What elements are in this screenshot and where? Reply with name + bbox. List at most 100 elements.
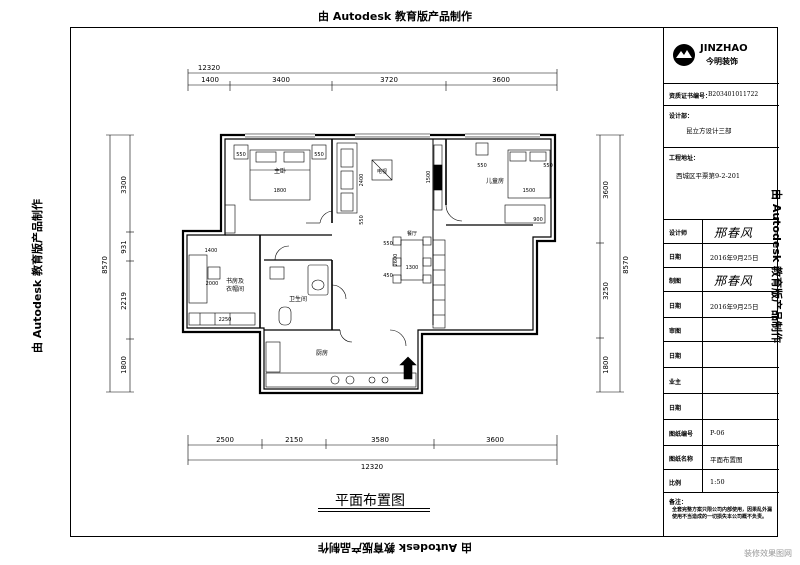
- company-logo: JINZHAO 今明装饰: [672, 41, 772, 69]
- dim-top-1: 1400: [201, 76, 219, 84]
- tb-cert-row: 资质证书编号： B203401011722: [664, 83, 779, 105]
- svg-text:1500: 1500: [426, 171, 432, 184]
- dim-bottom-1: 2500: [216, 436, 234, 444]
- tb-row-label: 日期: [669, 405, 682, 412]
- room-dining: 餐厅: [407, 230, 417, 237]
- dim-right-1: 3600: [602, 181, 610, 199]
- tb-row-label: 制图: [669, 278, 682, 285]
- floor-plan: 12320 1400 3400 3720 3600 2500 2150 3580…: [101, 64, 630, 471]
- svg-text:550: 550: [359, 215, 365, 225]
- watermark-bottom: 由 Autodesk 教育版产品制作: [318, 541, 473, 554]
- dim-bottom-4: 3600: [486, 436, 504, 444]
- svg-text:900: 900: [533, 217, 543, 223]
- dim-left-3: 2219: [120, 292, 128, 310]
- master-bed: [249, 149, 311, 201]
- watermark-top: 由 Autodesk 教育版产品制作: [318, 10, 473, 23]
- tb-row-label: 审图: [669, 328, 682, 335]
- svg-text:550: 550: [236, 152, 246, 158]
- tb-notes-row: 备注： 全套完整方案只限公司内部使用，因果乱外漏使用不当造成的一切损失本公司概不…: [664, 492, 779, 537]
- tb-address-row: 工程地址： 西城区平票第9-2-201: [664, 147, 779, 193]
- dim-top-3: 3720: [380, 76, 398, 84]
- child-bed: [507, 149, 551, 199]
- tb-row-label: 日期: [669, 254, 682, 261]
- room-study: 书房及衣帽间: [226, 277, 244, 293]
- svg-text:2250: 2250: [219, 317, 232, 323]
- svg-text:550: 550: [383, 241, 393, 247]
- dim-right-3: 1800: [602, 356, 610, 374]
- dim-top-2: 3400: [272, 76, 290, 84]
- tb-row-value: P-06: [710, 429, 725, 437]
- tb-row-8: 图纸编号 P-06: [664, 419, 779, 445]
- svg-text:2000: 2000: [206, 281, 219, 287]
- tb-row-2: 制图 邢春风: [664, 267, 779, 291]
- tb-row-value: 2016年9月25日: [710, 303, 759, 311]
- tb-row-value: 平面布置图: [710, 456, 743, 464]
- tb-row-label: 比例: [669, 479, 682, 487]
- dim-bottom-total: 12320: [361, 463, 383, 471]
- tb-row-1: 日期 2016年9月25日: [664, 243, 779, 267]
- svg-text:550: 550: [543, 163, 553, 169]
- logo-brand: JINZHAO: [700, 43, 748, 54]
- svg-text:2400: 2400: [359, 174, 365, 187]
- drawing-title: 平面布置图: [335, 493, 405, 509]
- kitchen-sink: [265, 341, 281, 373]
- bathtub: [307, 264, 329, 296]
- dim-left-1: 3300: [120, 176, 128, 194]
- sofa: [336, 142, 358, 214]
- title-underline-2: [318, 511, 430, 512]
- tb-row-5: 日期: [664, 341, 779, 367]
- logo-mark-icon: [673, 44, 695, 66]
- tb-row-label: 图纸名称: [669, 456, 694, 463]
- watermark-left: 由 Autodesk 教育版产品制作: [31, 198, 45, 354]
- dim-left-4: 1800: [120, 356, 128, 374]
- dim-right-2: 3250: [602, 282, 610, 300]
- room-master: 主卧: [274, 167, 286, 175]
- design-unit: 昆立方设计三部: [686, 127, 732, 135]
- tb-row-label: 图纸编号: [669, 431, 694, 438]
- title-block: JINZHAO 今明装饰 资质证书编号： B203401011722 设计部： …: [663, 27, 779, 537]
- svg-text:2600: 2600: [393, 254, 399, 267]
- tb-row-4: 审图: [664, 317, 779, 341]
- tb-row-value: 邢春风: [714, 274, 754, 288]
- tb-row-label: 业主: [669, 379, 682, 386]
- logo-subtitle: 今明装饰: [706, 57, 738, 66]
- drawing-frame: [70, 27, 778, 537]
- cert-number: B203401011722: [708, 91, 759, 98]
- label-tv: 电视: [377, 168, 387, 175]
- dim-left-2: 931: [120, 240, 128, 253]
- dining-table: [400, 239, 424, 281]
- svg-text:550: 550: [477, 163, 487, 169]
- svg-text:1800: 1800: [274, 188, 287, 194]
- svg-text:550: 550: [314, 152, 324, 158]
- toilet: [278, 306, 292, 326]
- tb-row-7: 日期: [664, 393, 779, 419]
- dim-bottom-3: 3580: [371, 436, 389, 444]
- tb-row-3: 日期 2016年9月25日: [664, 291, 779, 317]
- kitchen-counter: [265, 372, 417, 388]
- tb-unit-row: 设计部： 昆立方设计三部: [664, 105, 779, 147]
- corner-watermark: 装修效果图网: [744, 549, 792, 558]
- dim-top-total: 12320: [198, 64, 220, 72]
- room-child: 儿童房: [486, 177, 504, 185]
- svg-text:1400: 1400: [205, 248, 218, 254]
- tb-row-0: 设计师 邢春风: [664, 219, 779, 243]
- tb-row-value: 2016年9月25日: [710, 254, 759, 262]
- dim-top-4: 3600: [492, 76, 510, 84]
- notes-text: 全套完整方案只限公司内部使用，因果乱外漏使用不当造成的一切损失本公司概不负责。: [672, 507, 773, 520]
- svg-text:450: 450: [383, 273, 393, 279]
- entrance-arrow: [399, 356, 417, 380]
- tb-row-label: 日期: [669, 353, 682, 360]
- svg-text:1500: 1500: [523, 188, 536, 194]
- tb-column-divider: [702, 219, 703, 492]
- tb-row-9: 图纸名称 平面布置图: [664, 445, 779, 469]
- tb-row-value: 邢春风: [714, 226, 754, 240]
- tb-row-label: 设计师: [669, 230, 688, 237]
- tb-row-10: 比例 1:50: [664, 469, 779, 492]
- tb-row-label: 日期: [669, 303, 682, 310]
- dim-bottom-2: 2150: [285, 436, 303, 444]
- svg-text:1300: 1300: [406, 265, 419, 271]
- room-kitchen: 厨房: [316, 349, 328, 357]
- tb-row-value: 1:50: [710, 477, 725, 486]
- tb-row-6: 业主: [664, 367, 779, 393]
